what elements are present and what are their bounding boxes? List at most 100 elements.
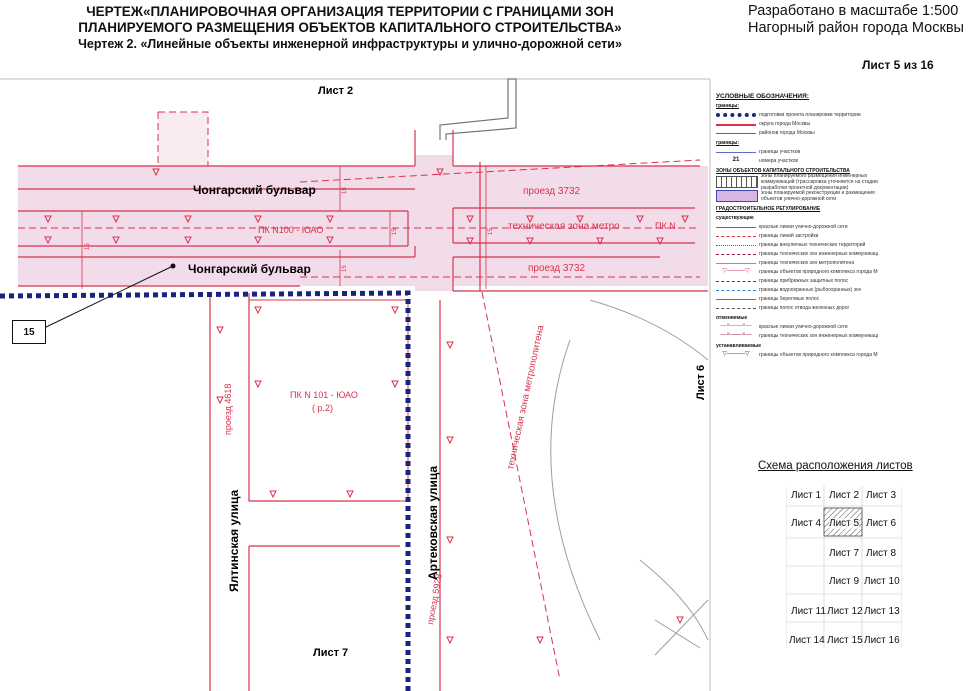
callout-point bbox=[170, 263, 176, 269]
legend: УСЛОВНЫЕ ОБОЗНАЧЕНИЯ: границы: подготовк… bbox=[716, 93, 878, 359]
grey-line-lower2 bbox=[654, 599, 709, 656]
passage-label-lower: проезд 3732 bbox=[528, 263, 586, 274]
legend-item: зоны планируемого размещения инженерных … bbox=[716, 173, 878, 191]
scheme-cell: Лист 8 bbox=[866, 548, 897, 559]
grey-line-lower bbox=[654, 619, 701, 649]
callout-box: 15 bbox=[12, 320, 46, 344]
legend-section-established: устанавливаемые bbox=[716, 343, 761, 349]
legend-item: зоны планируемой реконструкции и размеще… bbox=[716, 189, 878, 203]
legend-label: границы внеуличных технических территори… bbox=[759, 241, 866, 248]
scheme-cell: Лист 4 bbox=[791, 518, 822, 529]
legend-label: границы полос отвода железных дорог bbox=[759, 304, 850, 311]
legend-label: округа города Москвы bbox=[759, 120, 811, 127]
pk-101-zone bbox=[248, 299, 409, 502]
legend-item: границы водоохранных (рыбоохранных) зон bbox=[716, 285, 878, 294]
building-outline bbox=[439, 78, 517, 140]
legend-item: границы береговых полос bbox=[716, 294, 878, 303]
scheme-cell: Лист 16 bbox=[864, 635, 900, 646]
legend-label: зоны планируемой реконструкции и размеще… bbox=[761, 190, 875, 202]
legend-label: границы линий застройки bbox=[759, 232, 819, 239]
legend-item: районов города Москвы bbox=[716, 128, 878, 137]
legend-section-planned: отменяемые bbox=[716, 315, 748, 321]
legend-label: подготовки проекта планировки территории bbox=[759, 111, 861, 118]
legend-label: границы береговых полос bbox=[759, 295, 820, 302]
sheet-right-label: Лист 6 bbox=[695, 365, 707, 400]
legend-title: УСЛОВНЫЕ ОБОЗНАЧЕНИЯ: bbox=[716, 93, 809, 100]
legend-item: ▽———▽границы объектов природного комплек… bbox=[722, 350, 878, 358]
dim-label-c: 15 bbox=[392, 228, 398, 235]
legend-label: границы технических зон инженерных комму… bbox=[759, 250, 878, 257]
metro-zone-label: техническая зона метро bbox=[508, 221, 620, 232]
legend-item: границы внеуличных технических территори… bbox=[716, 240, 878, 249]
passage-4618-label: проезд 4618 bbox=[223, 384, 233, 435]
legend-item: —×——×—красные линии улично-дорожной сети bbox=[720, 322, 848, 330]
legend-section-borders: границы: bbox=[716, 140, 740, 146]
scale-note: Разработано в масштабе 1:500 bbox=[748, 3, 959, 19]
dim-label-a: 15 bbox=[85, 243, 91, 250]
pk-100-label: ПК N100 - ЮАО bbox=[258, 225, 323, 235]
legend-label: границы технических зон метрополитена bbox=[759, 259, 855, 266]
dim-label-d: 15 bbox=[342, 265, 348, 272]
legend-section-boundaries: границы: bbox=[716, 103, 740, 109]
drawing-title-line1: ЧЕРТЕЖ«ПЛАНИРОВОЧНАЯ ОРГАНИЗАЦИЯ ТЕРРИТО… bbox=[86, 4, 614, 19]
scheme-cell: Лист 11 bbox=[791, 606, 826, 617]
legend-label: районов города Москвы bbox=[759, 129, 815, 136]
legend-section-zones: ЗОНЫ ОБЪЕКТОВ КАПИТАЛЬНОГО СТРОИТЕЛЬСТВА bbox=[716, 168, 850, 174]
scheme-cell: Лист 14 bbox=[789, 635, 825, 646]
dimension-lines bbox=[81, 166, 487, 289]
scheme-grid bbox=[786, 486, 902, 648]
scheme-cell: Лист 10 bbox=[864, 576, 900, 587]
legend-item: границы участков bbox=[716, 147, 878, 156]
metro-arc-left bbox=[550, 339, 601, 641]
legend-label: границы прибрежных защитных полос bbox=[759, 277, 849, 284]
metro-arc-upper bbox=[589, 299, 709, 361]
metro-zone-diagonal-label: техническая зона метрополитена bbox=[505, 324, 547, 471]
district-note: Нагорный район города Москвы bbox=[748, 20, 964, 36]
legend-label: границы объектов природного комплекса го… bbox=[759, 268, 878, 275]
legend-item: границы технических зон метрополитена bbox=[716, 258, 878, 267]
dashed-lines bbox=[18, 111, 701, 681]
street-label-artek: Артековская улица bbox=[426, 466, 440, 580]
legend-label: границы технических зон инженерных комму… bbox=[759, 332, 878, 339]
callout-leader bbox=[43, 265, 174, 329]
drawing-subtitle: Чертеж 2. «Линейные объекты инженерной и… bbox=[78, 37, 622, 51]
sheet-number: Лист 5 из 16 bbox=[862, 58, 934, 72]
dim-label-e: 15 bbox=[488, 228, 494, 235]
legend-label: границы водоохранных (рыбоохранных) зон bbox=[759, 286, 862, 293]
sheet-bottom-label: Лист 7 bbox=[313, 647, 348, 659]
scheme-title: Схема расположения листов bbox=[758, 460, 913, 472]
scheme-cell: Лист 9 bbox=[829, 576, 860, 587]
scheme-cell: Лист 6 bbox=[866, 518, 897, 529]
road-zone-fills bbox=[18, 112, 708, 291]
scheme-cell: Лист 2 bbox=[829, 490, 860, 501]
legend-item: подготовки проекта планировки территории bbox=[716, 110, 878, 119]
legend-label: границы участков bbox=[759, 148, 801, 155]
legend-section-regulation: ГРАДОСТРОИТЕЛЬНОЕ РЕГУЛИРОВАНИЕ bbox=[716, 206, 821, 212]
pk-right-label: ПК N bbox=[655, 221, 676, 231]
legend-label: границы объектов природного комплекса го… bbox=[759, 351, 878, 358]
legend-item: —×——×—границы технических зон инженерных… bbox=[720, 331, 878, 339]
passage-label-upper: проезд 3732 bbox=[523, 186, 581, 197]
legend-item: границы линий застройки bbox=[716, 231, 878, 240]
scheme-cell: Лист 7 bbox=[829, 548, 860, 559]
legend-item: границы технических зон инженерных комму… bbox=[716, 249, 878, 258]
legend-item: ▽———▽границы объектов природного комплек… bbox=[722, 267, 878, 275]
scheme-cell: Лист 3 bbox=[866, 490, 897, 501]
drawing-title-line2: ПЛАНИРУЕМОГО РАЗМЕЩЕНИЯ ОБЪЕКТОВ КАПИТАЛ… bbox=[78, 20, 622, 35]
project-boundary bbox=[0, 290, 411, 691]
legend-item: границы прибрежных защитных полос bbox=[716, 276, 878, 285]
legend-label: красные линии улично-дорожной сети bbox=[759, 323, 848, 330]
pk-101-label: ПК N 101 - ЮАО bbox=[290, 390, 358, 400]
map-canvas: Лист 2 Лист 7 Лист 6 Чонгарский бульвар … bbox=[0, 78, 711, 691]
street-label-boulevard-upper: Чонгарский бульвар bbox=[193, 183, 316, 197]
legend-label: красные линии улично-дорожной сети bbox=[759, 223, 848, 230]
scheme-cell: Лист 1 bbox=[791, 490, 822, 501]
scheme-cell: Лист 13 bbox=[864, 606, 900, 617]
pk-101-sublabel: ( р.2) bbox=[312, 403, 333, 413]
sheet-top-label: Лист 2 bbox=[318, 85, 353, 97]
scheme-cell-current: Лист 5 bbox=[829, 518, 860, 529]
legend-label: номера участков bbox=[759, 157, 799, 164]
legend-item: красные линии улично-дорожной сети bbox=[716, 222, 878, 231]
scheme-cell: Лист 12 bbox=[827, 606, 863, 617]
